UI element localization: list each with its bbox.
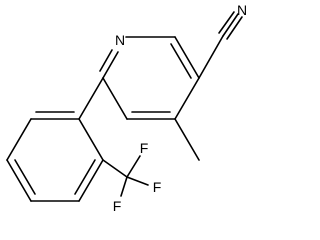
chemical-structure: N F F F N: [6, 2, 247, 214]
pyr-n1-c2: [102, 51, 119, 79]
fluorine-bottom-label: F: [113, 198, 122, 214]
pyr-c5-c6-dbl: [170, 43, 192, 79]
cf3-bond: [102, 159, 128, 178]
pyr-c4-c5: [174, 77, 200, 120]
cf-top: [126, 155, 141, 178]
nitrile-triple-c: [226, 16, 243, 40]
methyl-bond: [174, 118, 200, 161]
fluorine-labels: F F F: [113, 140, 162, 214]
ph-c6-c1: [78, 118, 104, 161]
pyr-c5-c6: [174, 36, 200, 79]
fluorine-top-label: F: [140, 140, 149, 156]
fluorine-right-label: F: [153, 179, 162, 195]
nitrile-triple-b: [218, 11, 235, 34]
nitrile-nitrogen-label: N: [237, 2, 247, 18]
nitrile-triple-a: [222, 13, 239, 37]
ph-c5-c6: [78, 159, 104, 202]
ph-c2-c3: [6, 118, 32, 161]
pyr-c2-c3: [102, 77, 128, 120]
biaryl-bond: [78, 77, 104, 120]
nitrile-c-bond: [198, 35, 224, 79]
ph-c5-c6-dbl: [74, 159, 96, 195]
pyr-n1-c2-dbl: [99, 49, 113, 72]
cf-right: [126, 176, 149, 186]
pyridine-nitrogen-label: N: [115, 32, 125, 48]
ph-c3-c4-dbl: [14, 159, 36, 195]
cf-bottom: [120, 176, 128, 197]
bond-skeleton: [6, 11, 243, 202]
ph-c3-c4: [6, 159, 32, 202]
